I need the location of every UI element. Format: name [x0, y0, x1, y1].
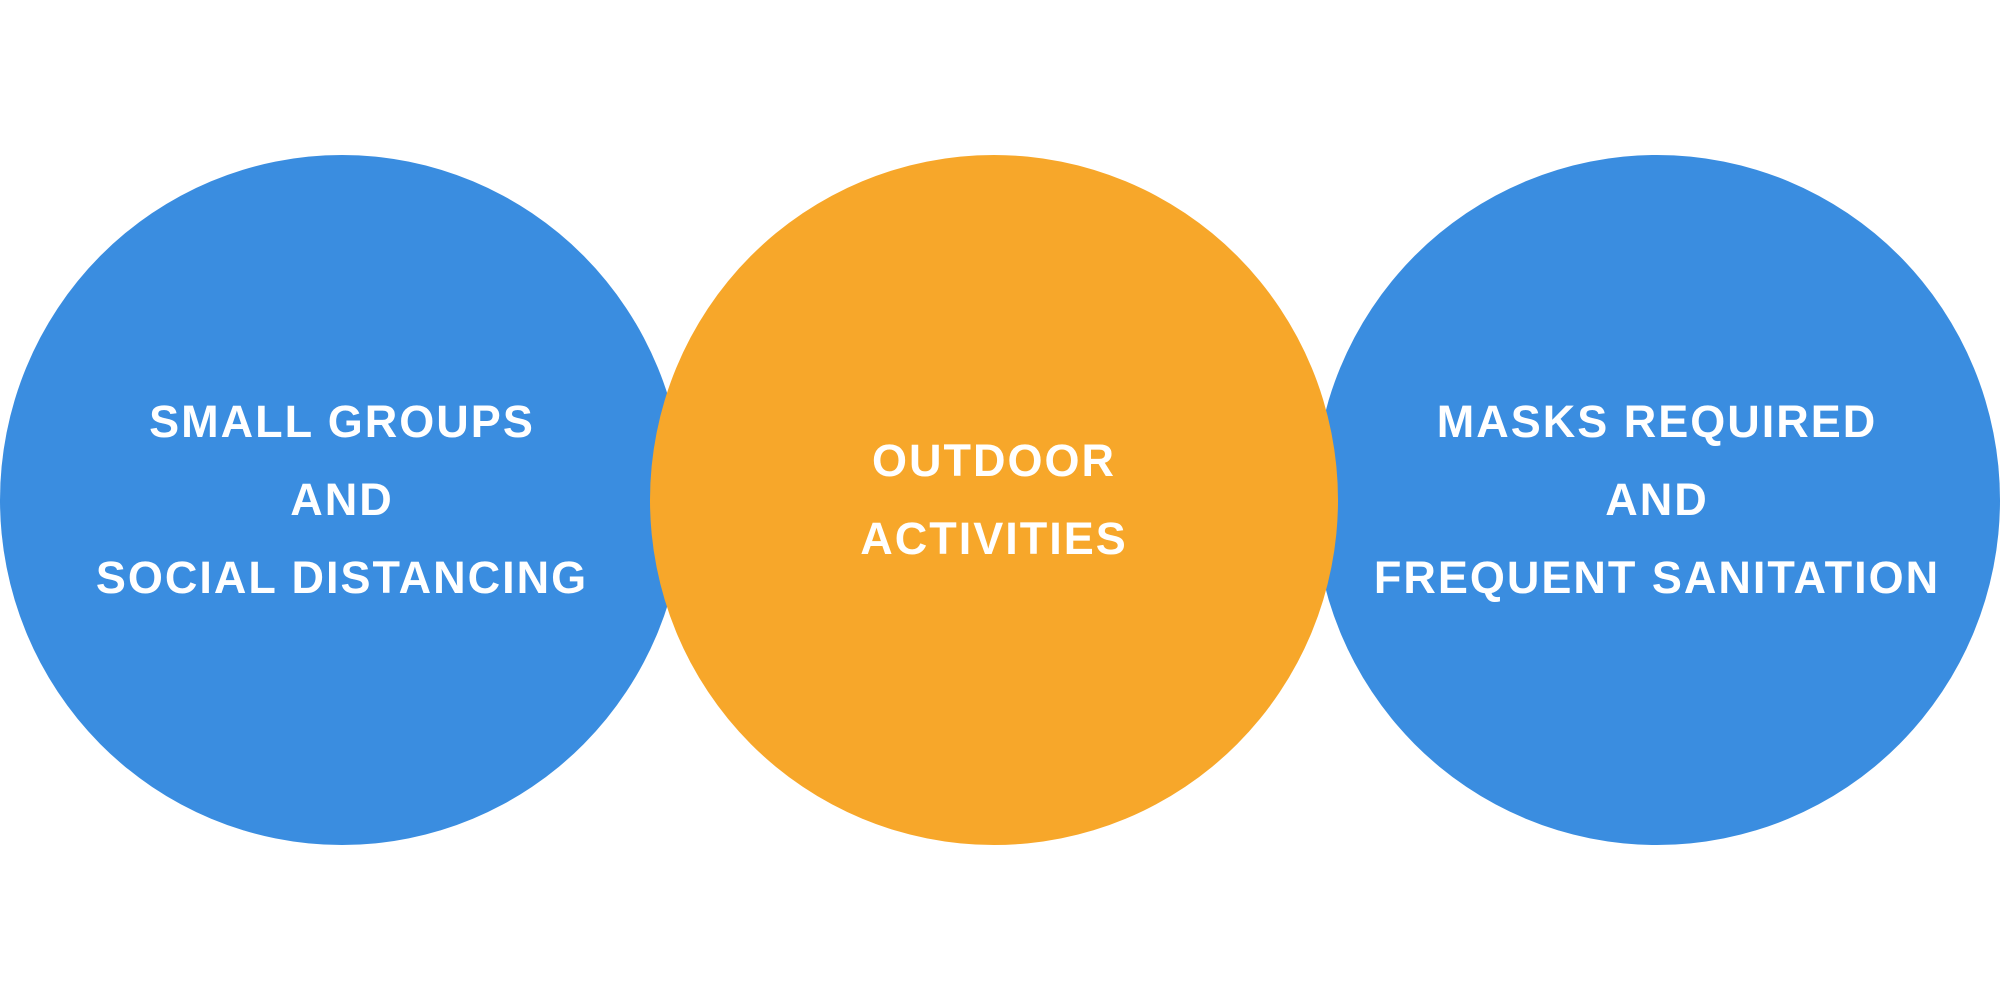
label-line: SOCIAL DISTANCING: [95, 552, 589, 603]
label-line: AND: [1605, 474, 1709, 525]
label-line: ACTIVITIES: [860, 513, 1128, 564]
label-line: OUTDOOR: [872, 435, 1116, 486]
label-line: AND: [290, 474, 394, 525]
label-line: SMALL GROUPS: [149, 396, 535, 447]
circle-small-groups: SMALL GROUPS AND SOCIAL DISTANCING: [0, 155, 684, 845]
circle-small-groups-label: SMALL GROUPS AND SOCIAL DISTANCING: [96, 383, 588, 617]
label-line: MASKS REQUIRED: [1436, 396, 1878, 447]
label-line: FREQUENT SANITATION: [1373, 552, 1941, 603]
circle-outdoor-activities: OUTDOOR ACTIVITIES: [650, 155, 1338, 845]
circle-masks-required-label: MASKS REQUIRED AND FREQUENT SANITATION: [1374, 383, 1940, 617]
circle-outdoor-activities-label: OUTDOOR ACTIVITIES: [860, 422, 1128, 578]
circle-masks-required: MASKS REQUIRED AND FREQUENT SANITATION: [1314, 155, 2000, 845]
